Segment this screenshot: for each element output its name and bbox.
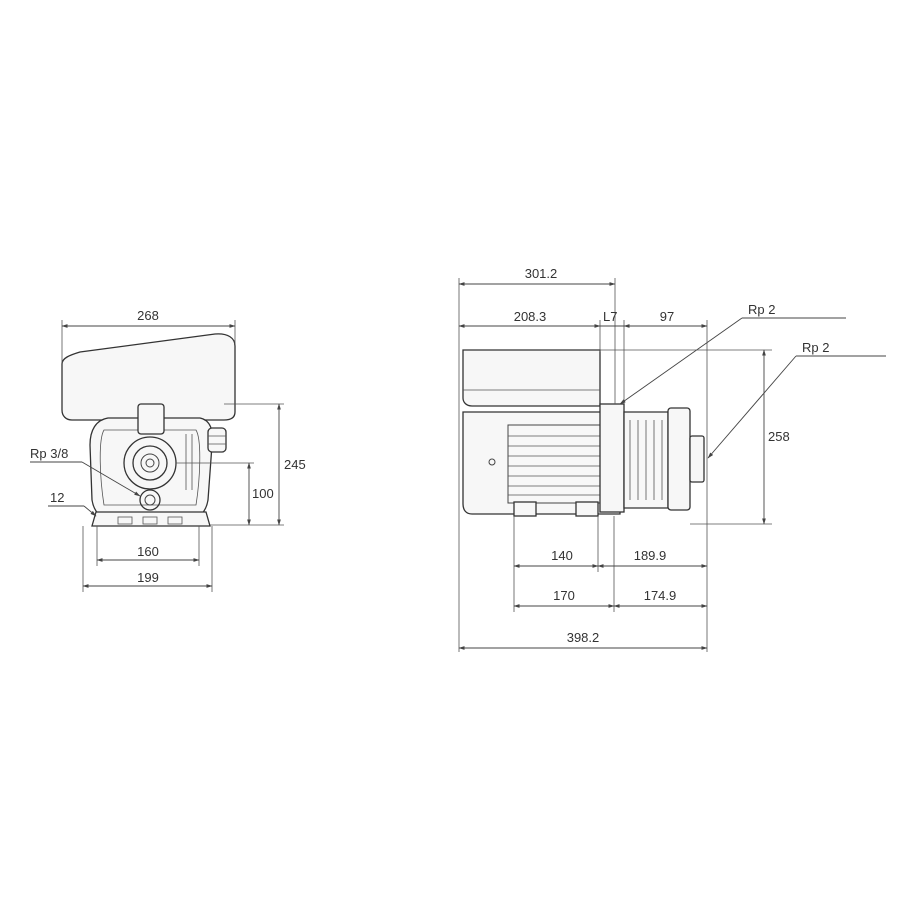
dim-12-label: 12 <box>50 490 64 505</box>
dim-245-label: 245 <box>284 457 306 472</box>
side-adapter <box>599 403 625 513</box>
dim-174-9-label: 174.9 <box>644 588 677 603</box>
front-base <box>91 511 211 527</box>
front-top-cap <box>137 403 165 435</box>
dim-258-label: 258 <box>768 429 790 444</box>
cable-gland <box>207 427 227 453</box>
dim-189-9-label: 189.9 <box>634 548 667 563</box>
side-foot-right <box>575 501 599 517</box>
side-controller-box <box>462 349 601 407</box>
dim-97-label: 97 <box>660 309 674 324</box>
front-view: 268 245 100 Rp 3/8 12 160 199 <box>30 308 306 592</box>
side-port-label-1: Rp 2 <box>748 302 775 317</box>
side-pump-head <box>667 407 691 511</box>
dim-l7-label: L7 <box>603 309 617 324</box>
front-port-label: Rp 3/8 <box>30 446 68 461</box>
front-controller-box <box>61 333 236 421</box>
side-foot-left <box>513 501 537 517</box>
dim-398-2-label: 398.2 <box>567 630 600 645</box>
dim-170-label: 170 <box>553 588 575 603</box>
dim-199-label: 199 <box>137 570 159 585</box>
dim-160-label: 160 <box>137 544 159 559</box>
dim-208-3-label: 208.3 <box>514 309 547 324</box>
dim-100-label: 100 <box>252 486 274 501</box>
dim-268-label: 268 <box>137 308 159 323</box>
drain-plug <box>139 489 161 511</box>
side-motor-body <box>462 411 621 515</box>
side-outlet-port <box>689 435 705 483</box>
side-view: 301.2 208.3 L7 97 Rp 2 Rp 2 258 140 189.… <box>458 266 886 652</box>
side-port-label-2: Rp 2 <box>802 340 829 355</box>
dim-140-label: 140 <box>551 548 573 563</box>
dim-301-2-label: 301.2 <box>525 266 558 281</box>
